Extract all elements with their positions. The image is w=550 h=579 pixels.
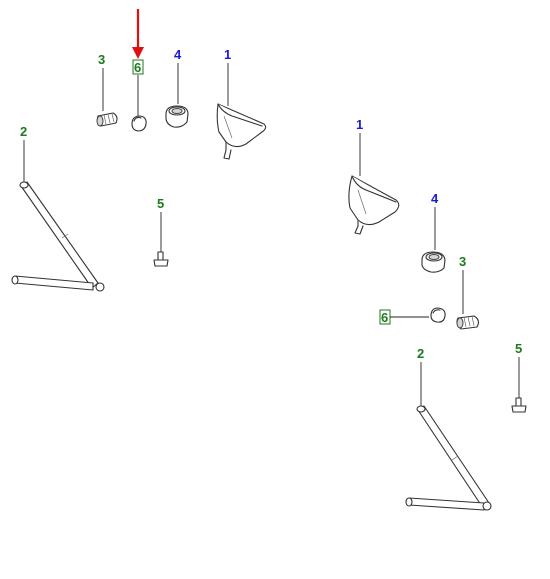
callout-6-right[interactable]: 6 [381,310,388,325]
gas-strut-part-right [405,405,492,511]
bump-stop-part-right [456,315,480,330]
callout-4-right[interactable]: 4 [431,191,439,206]
callout-3-right[interactable]: 3 [459,254,466,269]
callout-4-left[interactable]: 4 [174,47,182,62]
red-down-arrow-icon [132,9,144,59]
callout-2-right[interactable]: 2 [417,346,424,361]
bracket-cup-part-left [216,103,267,160]
callout-2-left[interactable]: 2 [20,124,27,139]
bracket-cup-part-right [348,175,400,235]
callout-6-left-box [132,59,144,75]
screw-part-left [153,251,169,267]
callout-5-left[interactable]: 5 [157,196,164,211]
clip-part-right [430,307,446,323]
bump-stop-part-left [96,112,118,127]
callout-1-left[interactable]: 1 [224,47,231,62]
callout-1-right[interactable]: 1 [356,117,363,132]
callout-3-left[interactable]: 3 [98,52,105,67]
grommet-part-left [165,105,189,128]
grommet-part-right [421,251,446,273]
gas-strut-part-left [11,181,105,292]
callout-5-right[interactable]: 5 [515,341,522,356]
clip-part-left [131,115,147,132]
screw-part-right [511,397,527,413]
callout-6-left[interactable]: 6 [134,60,141,75]
